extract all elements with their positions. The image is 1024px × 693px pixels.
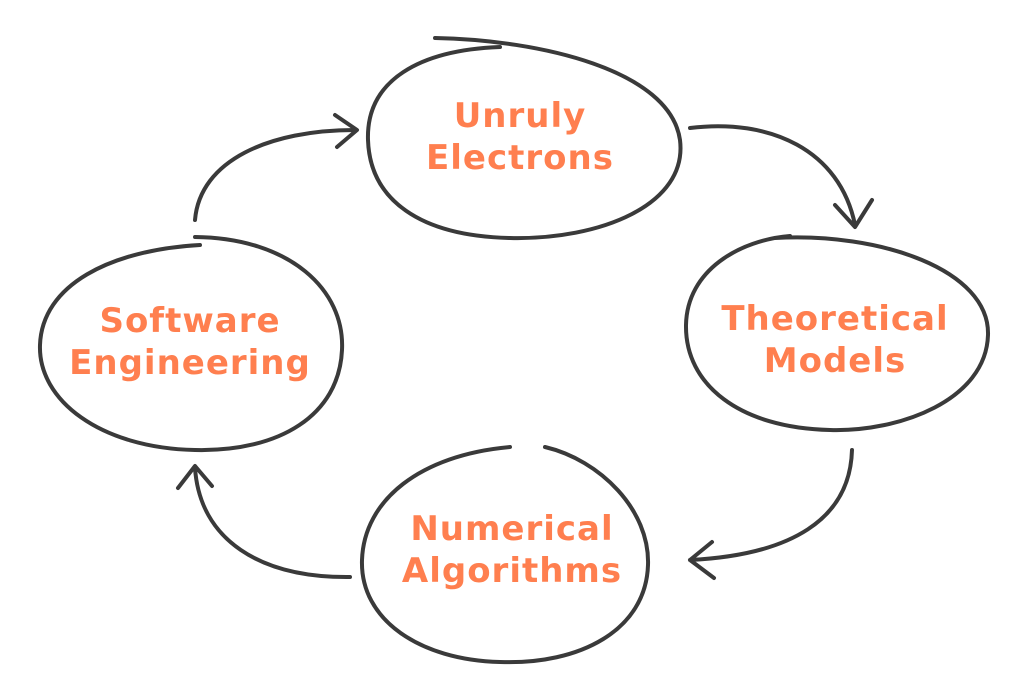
edge-arrow-theoretical-to-numerical (688, 448, 854, 580)
node-ellipse-software-engineering (37, 235, 345, 453)
node-ellipse-unruly-electrons (365, 36, 683, 241)
node-label-software-engineering: Software Engineering (69, 300, 311, 384)
node-label-line: Electrons (426, 138, 614, 178)
node-ellipse-theoretical-models (683, 234, 991, 433)
node-label-line: Models (763, 341, 907, 381)
node-label-theoretical-models: Theoretical Models (721, 298, 948, 382)
node-label-line: Engineering (69, 343, 311, 383)
edge-arrow-unruly-to-theoretical (688, 124, 874, 229)
node-label-line: Software (99, 301, 281, 341)
node-label-line: Algorithms (401, 551, 623, 591)
edge-arrow-software-to-unruly (193, 113, 359, 222)
node-ellipse-numerical-algorithms (359, 445, 651, 665)
edge-arrow-numerical-to-software (176, 464, 352, 580)
node-label-line: Unruly (453, 96, 587, 136)
node-label-line: Theoretical (721, 299, 949, 339)
node-label-line: Numerical (410, 509, 614, 549)
node-label-numerical-algorithms: Numerical Algorithms (402, 508, 622, 592)
node-label-unruly-electrons: Unruly Electrons (426, 95, 614, 179)
